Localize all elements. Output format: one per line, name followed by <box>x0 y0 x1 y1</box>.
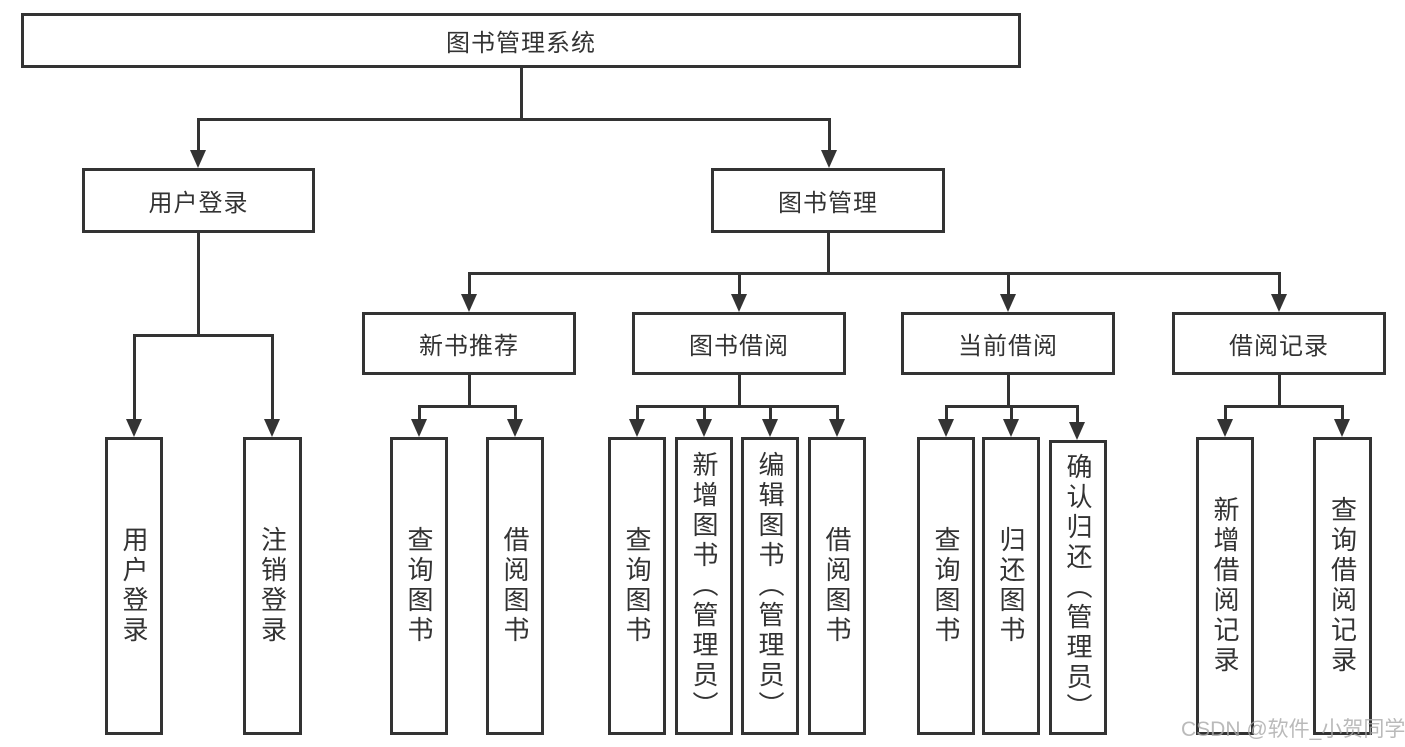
connector-leaf <box>514 405 517 421</box>
connector-leaf <box>418 405 421 421</box>
node-label: 图书借阅 <box>689 333 789 360</box>
leaf-label: 查询借阅记录 <box>1327 496 1358 676</box>
node-label: 图书管理 <box>778 190 878 217</box>
leaf-edit-books-admin: 编辑图书（管理员） <box>741 437 799 735</box>
connector-root-rail <box>197 118 830 121</box>
leaf-label: 查询图书 <box>622 526 652 646</box>
leaf-borrow-books: 借阅图书 <box>808 437 866 735</box>
connector-new-book-rail <box>418 405 516 408</box>
connector-leaf <box>1341 405 1344 421</box>
leaf-query-books-recommend: 查询图书 <box>390 437 448 735</box>
connector-current-borrow-stem <box>1007 375 1010 407</box>
leaf-query-borrow-record: 查询借阅记录 <box>1313 437 1372 735</box>
connector-leaf <box>945 405 948 421</box>
leaf-label: 用户登录 <box>119 526 149 646</box>
connector-to-logout-leaf <box>271 334 274 421</box>
node-book-borrowing: 图书借阅 <box>632 312 846 375</box>
arrowhead-leaf <box>762 419 778 437</box>
arrowhead-logout-leaf <box>264 419 280 437</box>
arrowhead-current-borrow <box>1000 294 1016 312</box>
connector-to-current-borrow <box>1007 272 1010 296</box>
arrowhead-borrow-records <box>1271 294 1287 312</box>
arrowhead-user-login <box>190 150 206 168</box>
node-book-management: 图书管理 <box>711 168 945 233</box>
node-label: 借阅记录 <box>1229 333 1329 360</box>
leaf-query-books-borrowing: 查询图书 <box>608 437 666 735</box>
leaf-label: 新增借阅记录 <box>1210 496 1240 676</box>
connector-to-new-book <box>468 272 471 296</box>
arrowhead-leaf <box>1003 419 1019 437</box>
connector-new-book-stem <box>468 375 471 407</box>
connector-borrow-records-rail <box>1224 405 1343 408</box>
node-label: 当前借阅 <box>958 333 1058 360</box>
arrowhead-new-book <box>461 294 477 312</box>
connector-leaf <box>769 405 772 421</box>
leaf-label: 编辑图书（管理员） <box>755 451 785 721</box>
node-new-book-recommend: 新书推荐 <box>362 312 576 375</box>
arrowhead-login-leaf <box>126 419 142 437</box>
leaf-label: 借阅图书 <box>500 526 530 646</box>
node-borrowing-records: 借阅记录 <box>1172 312 1386 375</box>
arrowhead-book-borrow <box>731 294 747 312</box>
connector-user-login-stem <box>197 233 200 336</box>
connector-to-book-management <box>828 118 831 152</box>
leaf-label: 注销登录 <box>257 526 288 646</box>
arrowhead-leaf <box>1069 422 1085 440</box>
node-label: 图书管理系统 <box>446 30 596 57</box>
arrowhead-leaf <box>1217 419 1233 437</box>
arrowhead-leaf <box>507 419 523 437</box>
connector-leaf <box>703 405 706 421</box>
leaf-add-books-admin: 新增图书（管理员） <box>675 437 733 735</box>
connector-root-stem <box>520 68 523 120</box>
leaf-query-books-current: 查询图书 <box>917 437 975 735</box>
leaf-label: 新增图书（管理员） <box>689 451 719 721</box>
arrowhead-leaf <box>1334 419 1350 437</box>
node-label: 用户登录 <box>148 190 249 217</box>
csdn-watermark: CSDN @软件_小贺同学 <box>1181 718 1405 741</box>
node-label: 新书推荐 <box>419 333 519 360</box>
connector-leaf <box>836 405 839 421</box>
connector-leaf <box>636 405 639 421</box>
leaf-label: 借阅图书 <box>822 526 852 646</box>
arrowhead-leaf <box>629 419 645 437</box>
connector-borrow-records-stem <box>1278 375 1281 407</box>
connector-leaf <box>1010 405 1013 421</box>
arrowhead-book-management <box>821 150 837 168</box>
connector-book-mgmt-rail <box>468 272 1280 275</box>
connector-leaf <box>1224 405 1227 421</box>
leaf-return-books: 归还图书 <box>982 437 1040 735</box>
connector-leaf <box>1076 405 1079 424</box>
arrowhead-leaf <box>829 419 845 437</box>
connector-book-mgmt-stem <box>827 233 830 274</box>
node-user-login: 用户登录 <box>82 168 315 233</box>
arrowhead-leaf <box>938 419 954 437</box>
connector-to-book-borrow <box>738 272 741 296</box>
connector-book-borrow-rail <box>636 405 838 408</box>
connector-to-user-login <box>197 118 200 152</box>
leaf-label: 归还图书 <box>996 526 1026 646</box>
leaf-label: 查询图书 <box>931 526 961 646</box>
leaf-logout: 注销登录 <box>243 437 302 735</box>
arrowhead-leaf <box>411 419 427 437</box>
connector-to-login-leaf <box>133 334 136 421</box>
connector-to-borrow-records <box>1278 272 1281 296</box>
node-current-borrowing: 当前借阅 <box>901 312 1115 375</box>
leaf-borrow-books-recommend: 借阅图书 <box>486 437 544 735</box>
leaf-label: 查询图书 <box>404 526 434 646</box>
node-library-management-system: 图书管理系统 <box>21 13 1021 68</box>
arrowhead-leaf <box>696 419 712 437</box>
connector-user-login-rail <box>133 334 273 337</box>
connector-book-borrow-stem <box>738 375 741 407</box>
leaf-user-login: 用户登录 <box>105 437 163 735</box>
leaf-confirm-return-admin: 确认归还（管理员） <box>1049 440 1107 735</box>
leaf-add-borrow-record: 新增借阅记录 <box>1196 437 1254 735</box>
leaf-label: 确认归还（管理员） <box>1063 452 1093 723</box>
